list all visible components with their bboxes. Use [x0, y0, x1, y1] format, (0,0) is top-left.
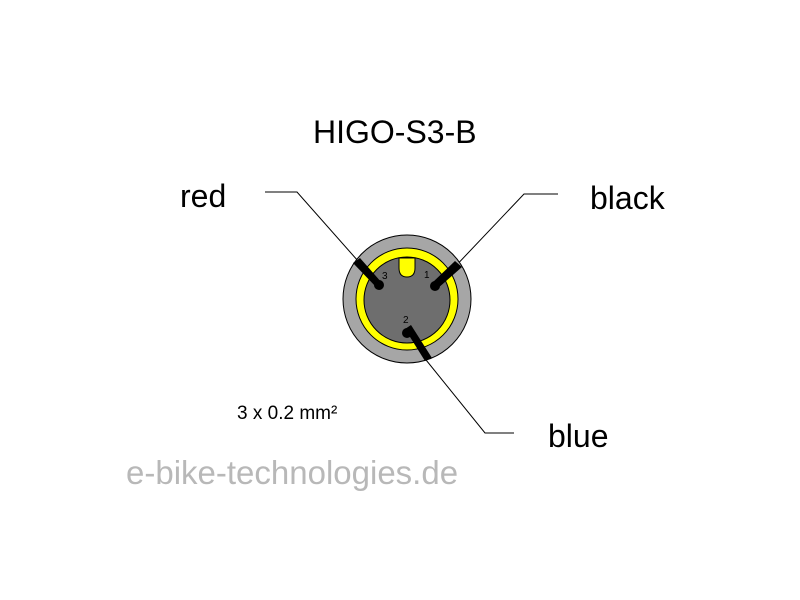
wire-label-red: red	[180, 178, 227, 214]
pin-number-3: 3	[382, 271, 388, 282]
pins	[374, 280, 440, 338]
wire-label-black: black	[590, 180, 665, 216]
leader-line-red	[265, 191, 367, 271]
leader-line-blue	[417, 349, 514, 434]
watermark: e-bike-technologies.de	[126, 454, 459, 491]
connector-body	[342, 234, 472, 364]
wire-spec-label: 3 x 0.2 mm²	[237, 403, 338, 424]
pin-3	[374, 280, 384, 290]
pin-lead-1	[432, 261, 462, 289]
pin-number-2: 2	[403, 315, 409, 326]
key-notch	[398, 257, 416, 278]
pin-1	[430, 281, 440, 291]
pin-lead-3	[353, 258, 382, 288]
pin-number-1: 1	[424, 270, 430, 281]
leader-lines	[265, 191, 558, 434]
leader-line-black	[449, 193, 558, 273]
wire-label-blue: blue	[548, 418, 609, 454]
pin-2	[402, 328, 412, 338]
diagram-title: HIGO-S3-B	[313, 114, 477, 150]
insert	[363, 256, 451, 344]
